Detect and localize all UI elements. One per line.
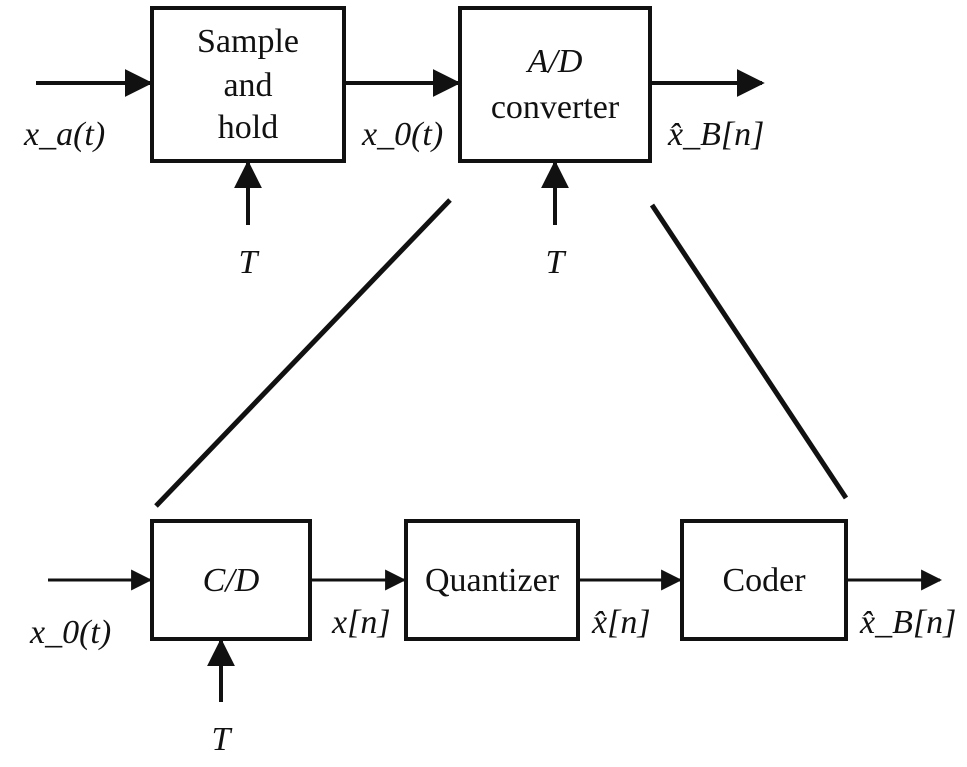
clock-label-sh: T — [239, 244, 260, 281]
signal-x0-t-top: x_0(t) — [361, 116, 443, 153]
signal-x-n: x[n] — [331, 604, 391, 641]
signal-x0-t-bottom: x_0(t) — [29, 614, 111, 651]
signal-xa-t: x_a(t) — [23, 116, 105, 153]
expansion-line-right — [649, 203, 849, 500]
ad-converter-label-line1: A/D — [526, 43, 583, 80]
expansion-line-left — [154, 198, 452, 508]
quantizer-box — [404, 519, 580, 641]
sample-hold-label-line1: Sample — [197, 23, 299, 60]
signal-xb-n-bottom: x̂_B[n] — [859, 604, 956, 641]
sample-hold-label-line2: and — [223, 67, 272, 104]
sample-hold-label-line3: hold — [218, 109, 278, 146]
coder-label: Coder — [722, 562, 806, 599]
ad-converter-box — [458, 6, 652, 163]
ad-converter-label-line2: converter — [491, 89, 620, 126]
signal-xhat-n: x̂[n] — [591, 604, 651, 641]
signal-xb-n-top: x̂_B[n] — [667, 116, 764, 153]
clock-label-ad: T — [546, 244, 567, 281]
clock-label-cd: T — [212, 721, 233, 758]
coder-box — [680, 519, 848, 641]
quantizer-label: Quantizer — [425, 562, 560, 599]
cd-label: C/D — [203, 562, 260, 599]
